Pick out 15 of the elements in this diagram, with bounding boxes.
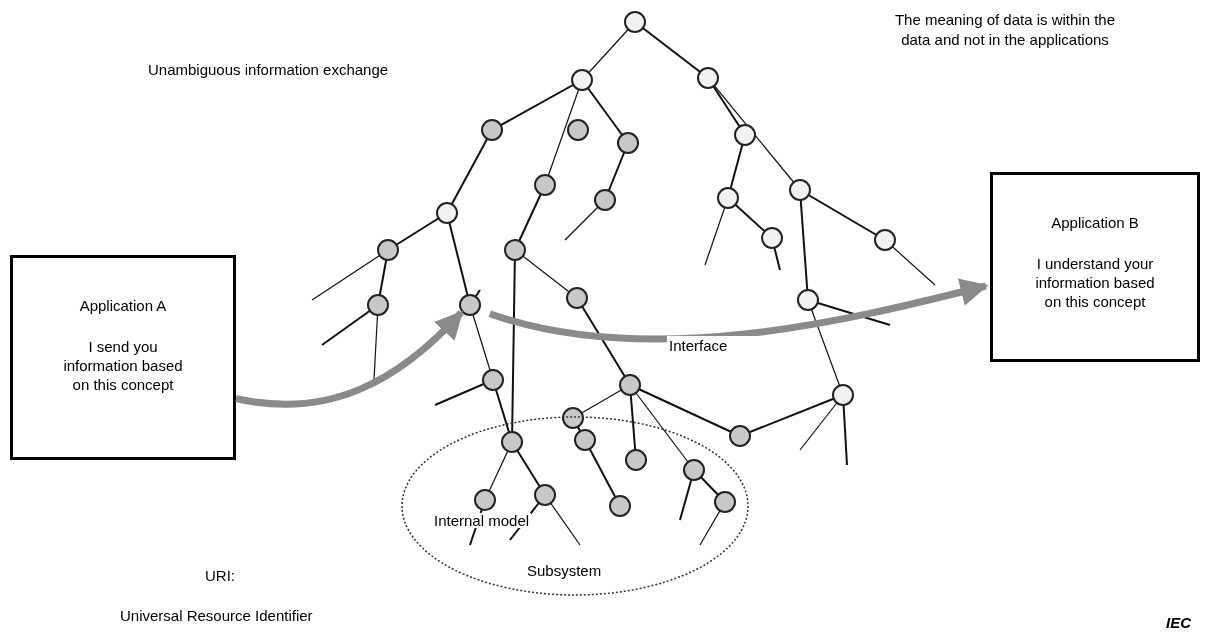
curved-arrow: [235, 310, 464, 408]
application-box: [990, 172, 1200, 362]
box-text: I send you information based on this concept: [63, 337, 183, 394]
box-title: Application A: [79, 296, 167, 315]
annotation-text: URI:: [205, 566, 236, 586]
box-title: Application B: [1051, 213, 1139, 232]
source-mark: IEC: [1166, 613, 1192, 633]
curved-arrow: [488, 278, 989, 343]
application-box: [10, 255, 236, 460]
ellipse-label: Subsystem: [525, 563, 604, 578]
annotation-text: The meaning of data is within the data and not in the applications: [893, 10, 1117, 50]
annotation-text: Unambiguous information exchange: [148, 60, 390, 80]
region-label: Internal model: [432, 513, 532, 528]
box-text: I understand your information based on this concept: [1035, 254, 1155, 311]
annotation-text: Universal Resource Identifier: [120, 606, 314, 626]
